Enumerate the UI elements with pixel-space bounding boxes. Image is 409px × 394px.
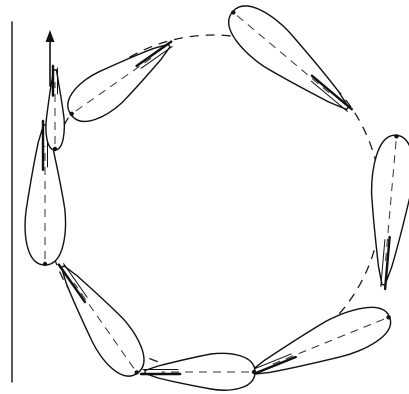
segment-body (243, 298, 397, 392)
segment-head (252, 370, 256, 374)
segment-6 (44, 252, 155, 386)
segment-4 (239, 297, 398, 393)
segment-body (59, 29, 180, 131)
segment-body (363, 133, 409, 286)
segment-body (218, 0, 361, 125)
segment-3 (363, 132, 409, 290)
segments-ring (25, 0, 409, 393)
segment-5 (141, 353, 256, 390)
segment-8 (46, 66, 64, 151)
segment-2 (217, 0, 364, 128)
segment-1 (58, 27, 184, 132)
segment-head (53, 147, 57, 151)
segment-head (43, 262, 47, 266)
